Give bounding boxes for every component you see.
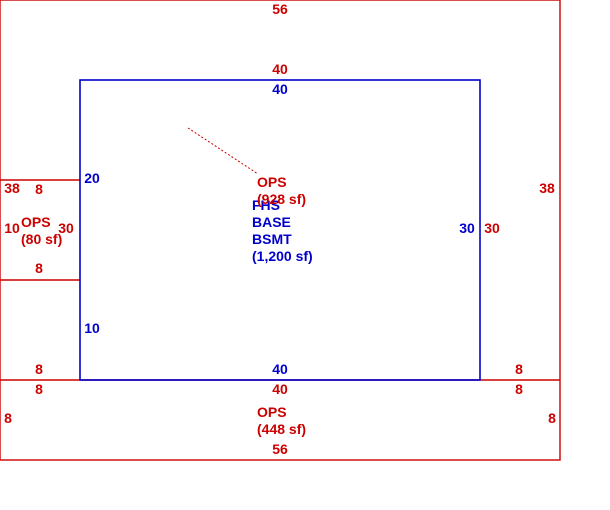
bottom-strip-top-right-dimension: 8 (515, 361, 523, 377)
main-left-lower-dimension: 10 (84, 320, 100, 336)
bottom-strip-ops-area: (448 sf) (257, 421, 306, 437)
left-box-ops-area: (80 sf) (21, 231, 62, 247)
house-label-line3: BSMT (252, 231, 292, 247)
main-bottom-outer-dimension: 40 (272, 381, 288, 397)
outer-ops-outline (0, 0, 561, 461)
main-right-outer-dimension: 30 (484, 220, 500, 236)
bottom-strip-top-right-outer-dimension: 8 (515, 381, 523, 397)
bottom-strip-right-dimension: 8 (548, 410, 556, 426)
left-box-left-dimension: 10 (4, 220, 20, 236)
outer-right-dimension: 38 (539, 180, 555, 196)
main-bottom-inner-dimension: 40 (272, 361, 288, 377)
left-box-top-dimension: 8 (35, 181, 43, 197)
house-label-line2: BASE (252, 214, 291, 230)
house-label-area: (1,200 sf) (252, 248, 313, 264)
left-box-bottom-dimension: 8 (35, 260, 43, 276)
ops-main-label: OPS (257, 174, 287, 190)
leader-line (187, 127, 259, 175)
outer-bottom-dimension: 56 (272, 441, 288, 457)
main-top-inner-dimension: 40 (272, 81, 288, 97)
ops-main-area: (928 sf) (257, 191, 306, 207)
outer-left-dimension: 38 (4, 180, 20, 196)
main-left-upper-dimension: 20 (84, 170, 100, 186)
bottom-strip-ops-label: OPS (257, 404, 287, 420)
bottom-strip-top-left-outer-dimension: 8 (35, 381, 43, 397)
main-top-outer-dimension: 40 (272, 61, 288, 77)
outer-top-dimension: 56 (272, 1, 288, 17)
main-building-outline (79, 79, 481, 381)
main-right-inner-dimension: 30 (459, 220, 475, 236)
bottom-strip-left-dimension: 8 (4, 410, 12, 426)
bottom-strip-top-left-dimension: 8 (35, 361, 43, 377)
house-label-line1: FHS (252, 197, 280, 213)
left-box-ops-label: OPS (21, 214, 51, 230)
left-box-right-dimension: 30 (58, 220, 74, 236)
